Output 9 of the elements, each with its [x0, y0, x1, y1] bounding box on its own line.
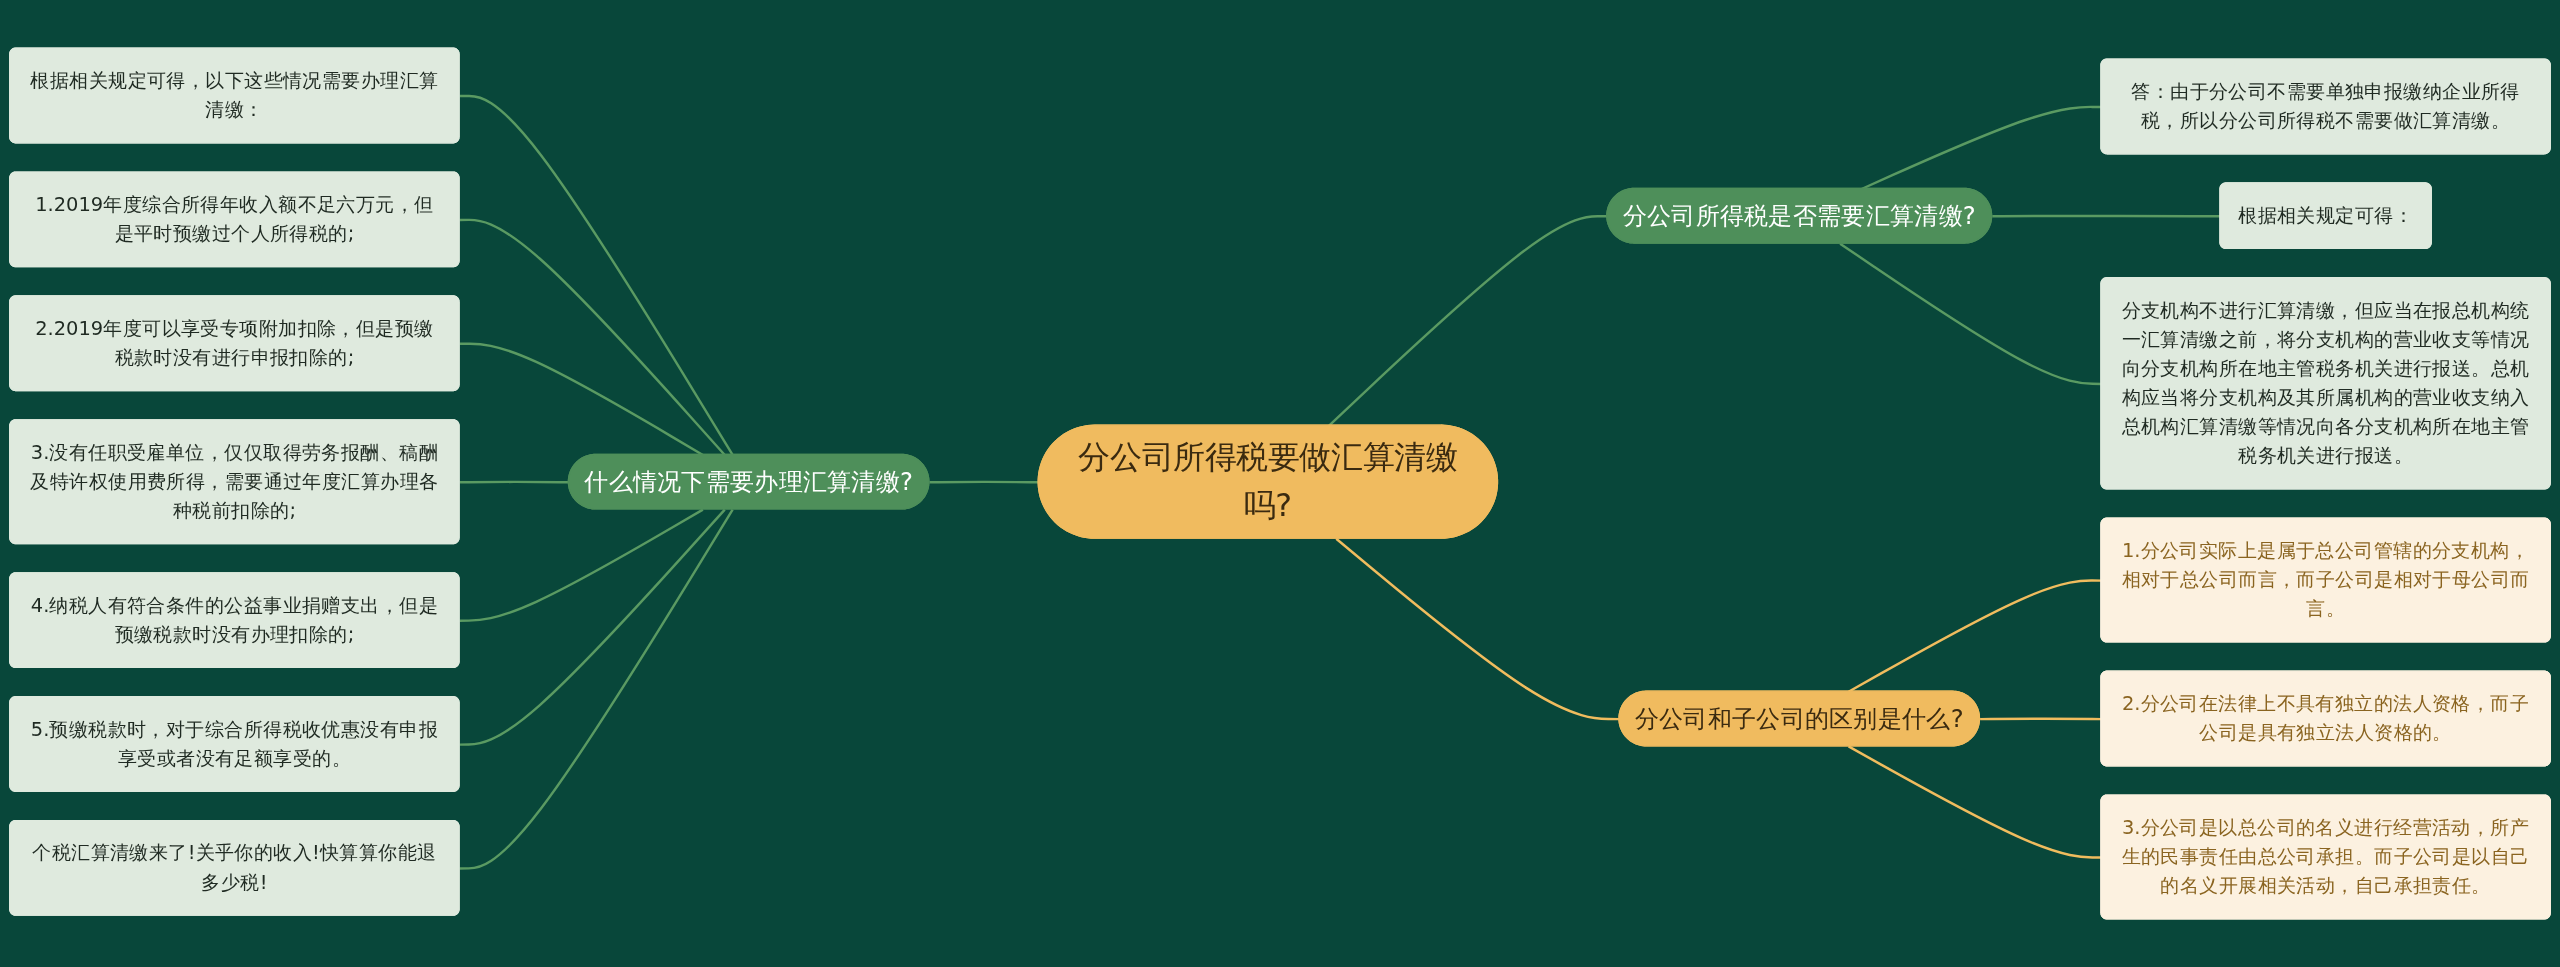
connector [459, 508, 704, 622]
connector [1335, 537, 1620, 721]
connector [459, 480, 569, 484]
connector [459, 342, 704, 456]
connector [459, 94, 734, 456]
connector [459, 508, 734, 870]
connector [459, 508, 726, 746]
connector [929, 480, 1039, 484]
connector [459, 218, 726, 456]
